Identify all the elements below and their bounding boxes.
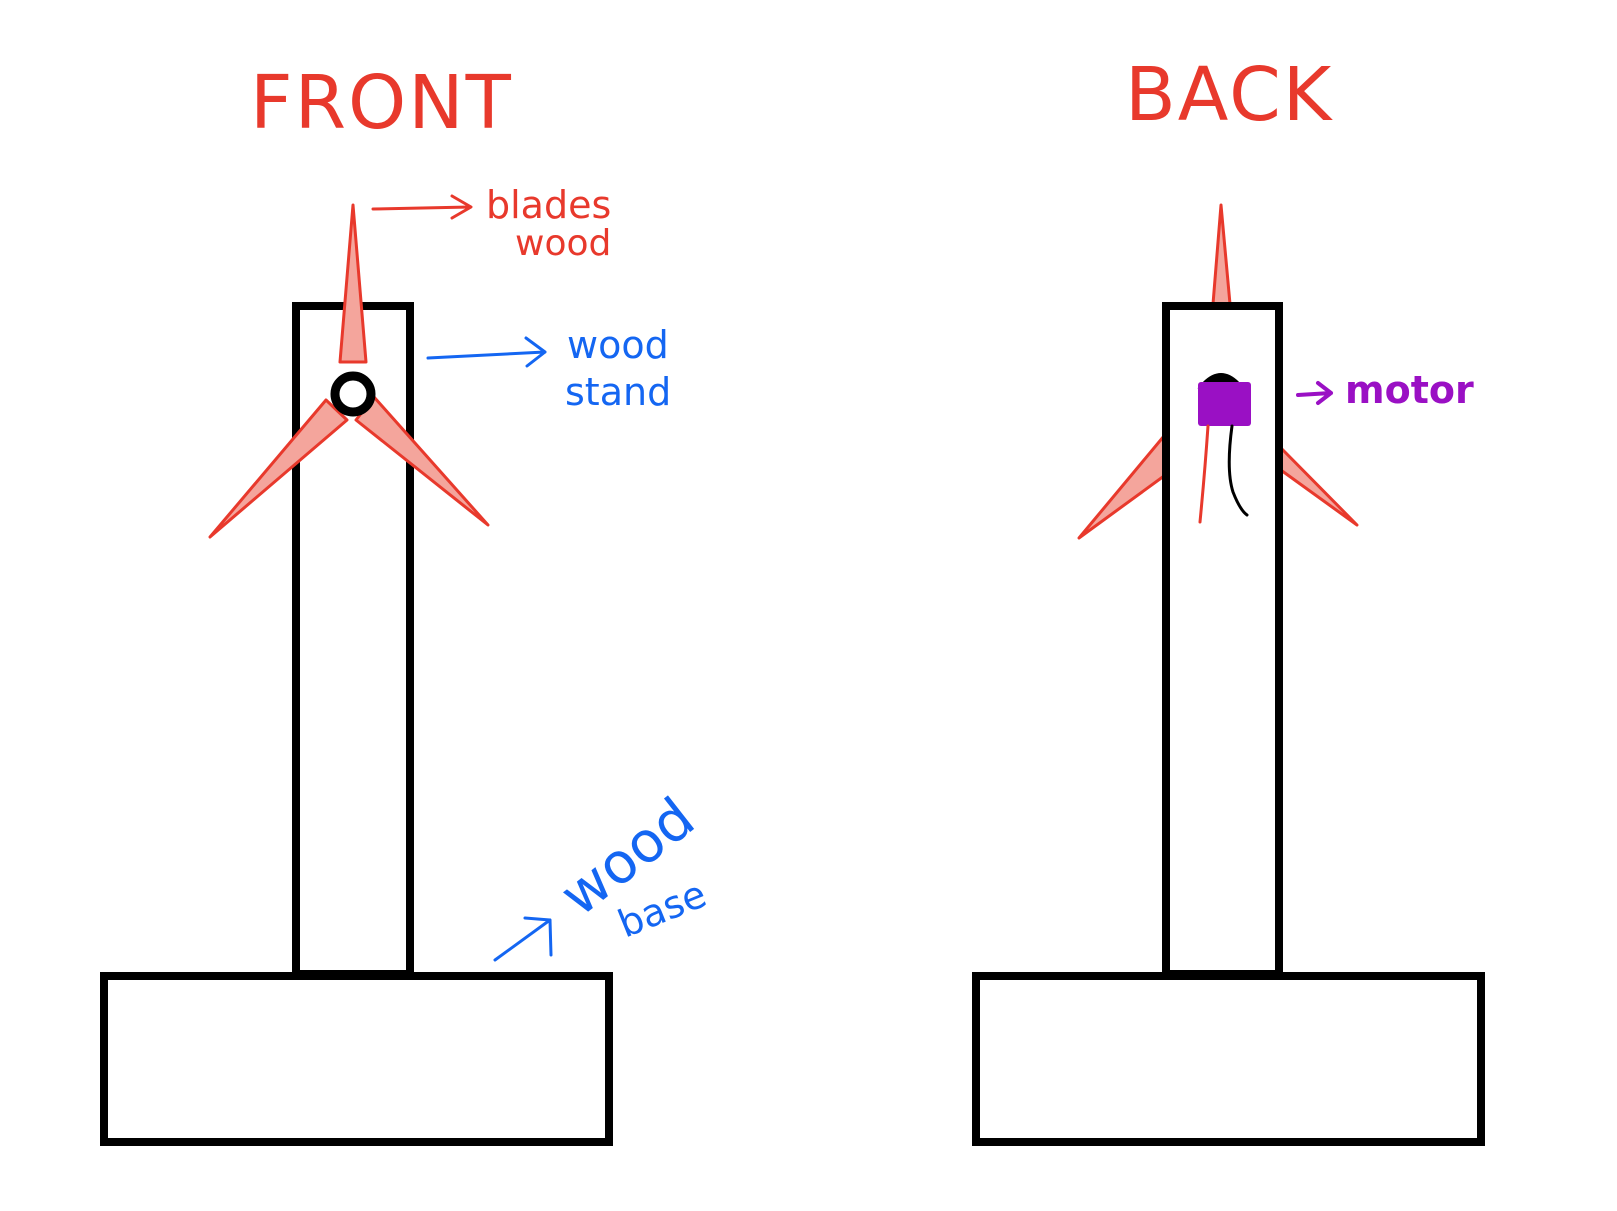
- front-title: FRONT: [250, 60, 513, 146]
- motor-arrow: [1296, 381, 1333, 405]
- motor-assembly: [1197, 373, 1251, 524]
- motor-wire-black: [1227, 424, 1249, 517]
- blades-material-label: wood: [515, 223, 611, 264]
- base-annotation: wood base: [493, 786, 712, 962]
- blades-annotation: blades wood: [371, 183, 611, 264]
- back-view: BACK motor: [972, 52, 1485, 1146]
- stand-arrow: [426, 336, 547, 368]
- motor-label: motor: [1345, 368, 1474, 412]
- base-arrow: [493, 916, 553, 962]
- front-blade-left: [208, 398, 349, 539]
- front-blade-right: [354, 395, 490, 527]
- back-title: BACK: [1125, 52, 1334, 138]
- front-blade-top: [338, 203, 368, 364]
- blades-arrow: [371, 194, 473, 220]
- back-blade-right: [1276, 443, 1359, 527]
- back-blade-top: [1211, 203, 1232, 306]
- motor-body: [1198, 382, 1251, 426]
- motor-annotation: motor: [1296, 368, 1474, 412]
- front-blades: [208, 203, 490, 539]
- back-blade-left: [1077, 434, 1166, 540]
- stand-label-line2: stand: [565, 370, 671, 414]
- blades-label: blades: [486, 183, 611, 227]
- front-hub: [330, 371, 376, 417]
- front-view: FRONT blades wood wood stand wood: [100, 60, 712, 1146]
- front-wood-base: [100, 972, 613, 1146]
- stand-label-line1: wood: [567, 323, 669, 367]
- stand-annotation: wood stand: [426, 323, 671, 414]
- back-wood-base: [972, 972, 1485, 1146]
- motor-wire-red: [1198, 424, 1210, 524]
